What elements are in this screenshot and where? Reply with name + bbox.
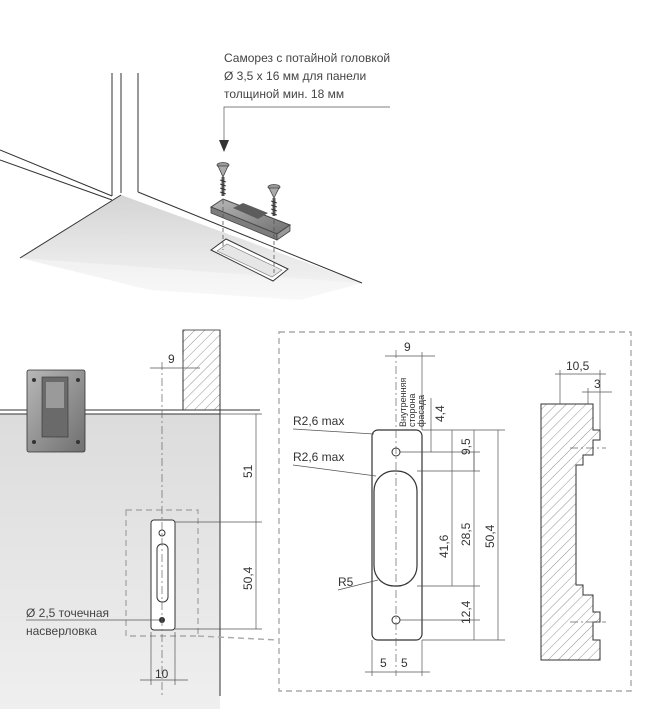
side-wall-hatch (182, 329, 221, 411)
dim-9-5: 9,5 (459, 438, 473, 455)
dim-10-label: 10 (155, 667, 169, 681)
drill-note-line1: Ø 2,5 точечная (26, 606, 109, 620)
dim-12-4: 12,4 (459, 600, 473, 624)
radius-leader (292, 428, 375, 435)
detail-box (278, 331, 632, 692)
screw-note-line2: Ø 3,5 x 16 мм для панели (224, 69, 366, 83)
latch-plate-front (150, 519, 176, 631)
inner-side-line2: сторона (407, 393, 417, 427)
dim-bottom-right-5: 5 (401, 656, 408, 670)
radius-leader (292, 464, 377, 477)
screw-note-line1: Саморез с потайной головкой (224, 51, 390, 65)
leader-line (223, 106, 390, 150)
cabinet-edge-line (0, 159, 113, 201)
radius-mid-label: R2,6 max (293, 450, 344, 464)
dim-50-4-label: 50,4 (241, 566, 255, 590)
perspective-view: Саморез с потайной головкой Ø 3,5 x 16 м… (0, 51, 390, 300)
inner-side-line1: Внутренняя (398, 378, 408, 427)
inner-side-line3: фасада (416, 395, 426, 427)
cabinet-edge-line (19, 194, 122, 259)
dim-50-4-detail: 50,4 (483, 524, 497, 548)
radius-slot-label: R5 (338, 575, 354, 589)
cabinet-edge-line (137, 191, 363, 284)
panel-surface (0, 414, 220, 709)
cabinet-edge-line (0, 149, 113, 197)
cabinet-bottom-surface (20, 195, 362, 300)
section-view: 10,5 3 (540, 359, 612, 661)
screw-icon (216, 162, 230, 196)
arrow-head (219, 140, 229, 152)
detail-frame-link (197, 635, 279, 641)
plate-slot (373, 470, 418, 587)
dim-28-5: 28,5 (459, 522, 473, 546)
section-depth-label: 3 (594, 377, 601, 391)
dim-51-label: 51 (241, 464, 255, 478)
radius-leader (337, 579, 379, 591)
dim-bottom-left-5: 5 (380, 656, 387, 670)
radius-top-label: R2,6 max (293, 414, 344, 428)
drill-note-line2: насверловка (26, 624, 97, 638)
detail-dim-9: 9 (404, 340, 411, 354)
latch-thumbnail (26, 369, 86, 453)
section-hatch (540, 403, 601, 661)
installation-view: 9 51 50,4 10 Ø 2,5 точечная насверловка (0, 329, 279, 709)
dim-9-label: 9 (168, 352, 175, 366)
mortise-slot (210, 238, 289, 282)
screw-icon (267, 184, 281, 216)
screw-note-line3: толщиной мин. 18 мм (224, 87, 344, 101)
latch-plate (209, 198, 292, 241)
section-width-label: 10,5 (566, 359, 590, 373)
plate-detail: 9 Внутренняя сторона фасада R2,6 max R2,… (292, 340, 505, 676)
dim-4-4: 4,4 (433, 405, 447, 422)
dim-41-6: 41,6 (437, 534, 451, 558)
